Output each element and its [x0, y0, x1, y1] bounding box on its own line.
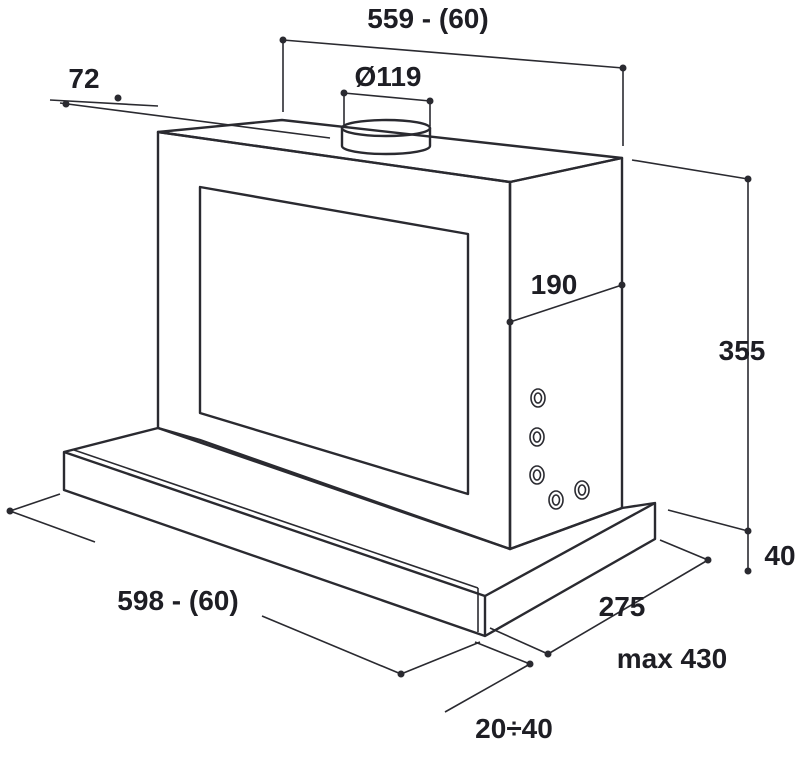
knob-icon	[548, 490, 564, 510]
knob-icon	[529, 465, 545, 485]
duct-collar	[340, 118, 432, 156]
hood-front-inset	[198, 185, 470, 496]
dimension-duct-diameter: Ø119	[355, 61, 422, 92]
knob-icon	[574, 480, 590, 500]
dimension-side-depth: 190	[531, 269, 578, 300]
knob-icon	[529, 427, 545, 447]
base-front-top-edge	[63, 450, 486, 598]
dimension-lines	[6, 36, 752, 713]
base-side-top-edge	[484, 501, 656, 598]
hood-body	[156, 118, 624, 551]
hood-base	[62, 426, 657, 638]
base-outline	[62, 426, 657, 638]
dimension-depth-offset: 72	[68, 63, 99, 94]
base-inner-edge	[73, 449, 479, 589]
dimension-height: 355	[719, 335, 766, 366]
dimension-max-extension: max 430	[617, 643, 728, 674]
hood-side-panel	[508, 156, 624, 551]
dimension-base-depth: 275	[599, 591, 646, 622]
dimension-base-height: 40	[764, 540, 795, 571]
dimension-top-width: 559 - (60)	[367, 3, 488, 34]
dimension-base-width: 598 - (60)	[117, 585, 238, 616]
knob-icon	[530, 388, 546, 408]
dimension-front-offset: 20÷40	[475, 713, 553, 744]
control-knobs	[529, 388, 590, 510]
hood-top-panel	[156, 118, 624, 184]
